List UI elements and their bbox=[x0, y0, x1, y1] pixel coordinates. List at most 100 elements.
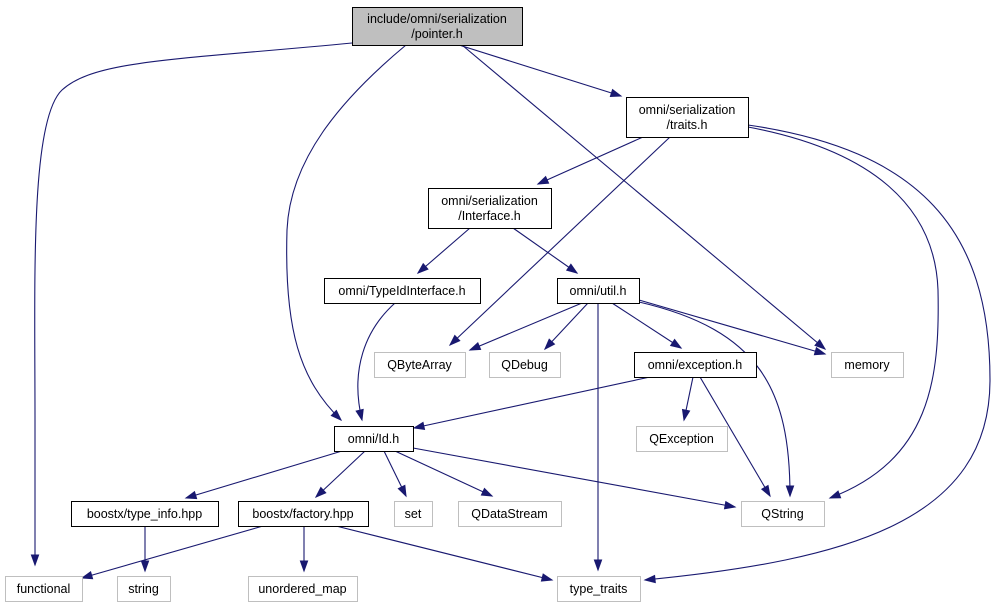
node-label: functional bbox=[17, 582, 71, 596]
node-box bbox=[831, 352, 904, 378]
edge-line bbox=[469, 302, 583, 351]
node-qexception[interactable]: QException bbox=[636, 426, 728, 452]
arrowhead bbox=[397, 484, 407, 498]
edge-line bbox=[286, 44, 407, 421]
node-box bbox=[334, 426, 414, 452]
node-exception[interactable]: omni/exception.h bbox=[634, 352, 757, 378]
node-typeinfo[interactable]: boostx/type_info.hpp bbox=[71, 501, 219, 527]
node-util[interactable]: omni/util.h bbox=[557, 278, 640, 304]
node-label: string bbox=[128, 582, 159, 596]
arrowhead bbox=[760, 484, 771, 498]
arrowhead bbox=[669, 338, 683, 349]
node-label: /Interface.h bbox=[458, 209, 521, 223]
edge-line bbox=[394, 450, 493, 497]
node-box bbox=[374, 352, 466, 378]
node-label: QByteArray bbox=[387, 358, 452, 372]
arrowhead bbox=[814, 338, 827, 350]
arrowhead bbox=[355, 408, 364, 422]
node-memory[interactable]: memory bbox=[831, 352, 904, 378]
edge-root-to-memory bbox=[461, 44, 827, 350]
node-box bbox=[428, 188, 552, 229]
node-box bbox=[5, 576, 83, 602]
node-qstring[interactable]: QString bbox=[741, 501, 825, 527]
node-label: omni/util.h bbox=[570, 284, 627, 298]
edge-traits-to-interface bbox=[536, 136, 644, 185]
edge-layer bbox=[30, 42, 991, 584]
node-box bbox=[626, 97, 749, 138]
arrowhead bbox=[540, 573, 554, 582]
node-id[interactable]: omni/Id.h bbox=[334, 426, 414, 452]
node-label: memory bbox=[844, 358, 890, 372]
arrowhead bbox=[314, 486, 327, 499]
node-label: unordered_map bbox=[258, 582, 346, 596]
edge-traits-to-qbytearray bbox=[448, 136, 671, 347]
arrowhead bbox=[565, 263, 579, 274]
node-label: QDebug bbox=[501, 358, 548, 372]
edge-line bbox=[449, 136, 671, 346]
edge-id-to-factory bbox=[314, 450, 366, 499]
node-functional[interactable]: functional bbox=[5, 576, 83, 602]
node-qdatastream[interactable]: QDataStream bbox=[458, 501, 562, 527]
node-traits[interactable]: omni/serialization/traits.h bbox=[626, 97, 749, 138]
arrowhead bbox=[643, 574, 656, 584]
node-label: omni/TypeIdInterface.h bbox=[338, 284, 465, 298]
node-label: set bbox=[405, 507, 422, 521]
node-factory[interactable]: boostx/factory.hpp bbox=[238, 501, 369, 527]
node-label: boostx/type_info.hpp bbox=[87, 507, 202, 521]
node-root[interactable]: include/omni/serialization/pointer.h bbox=[352, 7, 523, 46]
node-label: omni/serialization bbox=[639, 103, 736, 117]
edge-util-to-qbytearray bbox=[468, 302, 583, 351]
arrowhead bbox=[480, 487, 494, 497]
node-box bbox=[238, 501, 369, 527]
edge-line bbox=[747, 126, 939, 499]
node-label: omni/Id.h bbox=[348, 432, 399, 446]
node-box bbox=[324, 278, 481, 304]
node-label: boostx/factory.hpp bbox=[252, 507, 353, 521]
node-box bbox=[352, 7, 523, 46]
edge-line bbox=[357, 302, 396, 421]
edge-factory-to-type_traits bbox=[335, 525, 554, 582]
node-layer: include/omni/serialization/pointer.h omni… bbox=[5, 7, 904, 602]
edge-line bbox=[611, 302, 682, 349]
edge-line bbox=[512, 227, 578, 274]
edge-root-to-id bbox=[286, 44, 407, 422]
node-box bbox=[458, 501, 562, 527]
node-typeidinterface[interactable]: omni/TypeIdInterface.h bbox=[324, 278, 481, 304]
edge-id-to-qstring bbox=[412, 447, 737, 510]
edge-line bbox=[458, 44, 622, 97]
node-qdebug[interactable]: QDebug bbox=[489, 352, 561, 378]
node-string[interactable]: string bbox=[117, 576, 171, 602]
edge-line bbox=[461, 44, 826, 350]
node-label: omni/exception.h bbox=[648, 358, 743, 372]
node-qbytearray[interactable]: QByteArray bbox=[374, 352, 466, 378]
node-set[interactable]: set bbox=[394, 501, 433, 527]
node-unordered-map[interactable]: unordered_map bbox=[248, 576, 358, 602]
node-label: type_traits bbox=[570, 582, 628, 596]
edge-traits-to-qstring bbox=[747, 126, 939, 499]
edge-line bbox=[413, 376, 651, 429]
arrowhead bbox=[80, 570, 94, 580]
node-box bbox=[636, 426, 728, 452]
edge-line bbox=[417, 227, 471, 274]
edge-util-to-memory bbox=[638, 299, 827, 356]
arrowhead bbox=[593, 559, 603, 572]
arrowhead bbox=[30, 554, 40, 567]
node-box bbox=[248, 576, 358, 602]
arrowhead bbox=[681, 408, 691, 422]
edge-line bbox=[81, 525, 264, 579]
edge-factory-to-unordered_map bbox=[299, 526, 309, 573]
edge-util-to-qdebug bbox=[543, 302, 589, 351]
node-type-traits[interactable]: type_traits bbox=[557, 576, 641, 602]
node-label: QException bbox=[649, 432, 714, 446]
arrowhead bbox=[448, 334, 461, 347]
arrowhead bbox=[609, 88, 623, 97]
edge-exception-to-qexception bbox=[681, 376, 694, 422]
edge-root-to-traits bbox=[458, 44, 623, 97]
node-label: /traits.h bbox=[667, 118, 708, 132]
node-label: /pointer.h bbox=[411, 27, 462, 41]
edge-typeidinterface-to-id bbox=[355, 302, 396, 422]
node-box bbox=[489, 352, 561, 378]
node-interface[interactable]: omni/serialization/Interface.h bbox=[428, 188, 552, 229]
arrowhead bbox=[299, 560, 309, 573]
edge-line bbox=[335, 525, 553, 581]
